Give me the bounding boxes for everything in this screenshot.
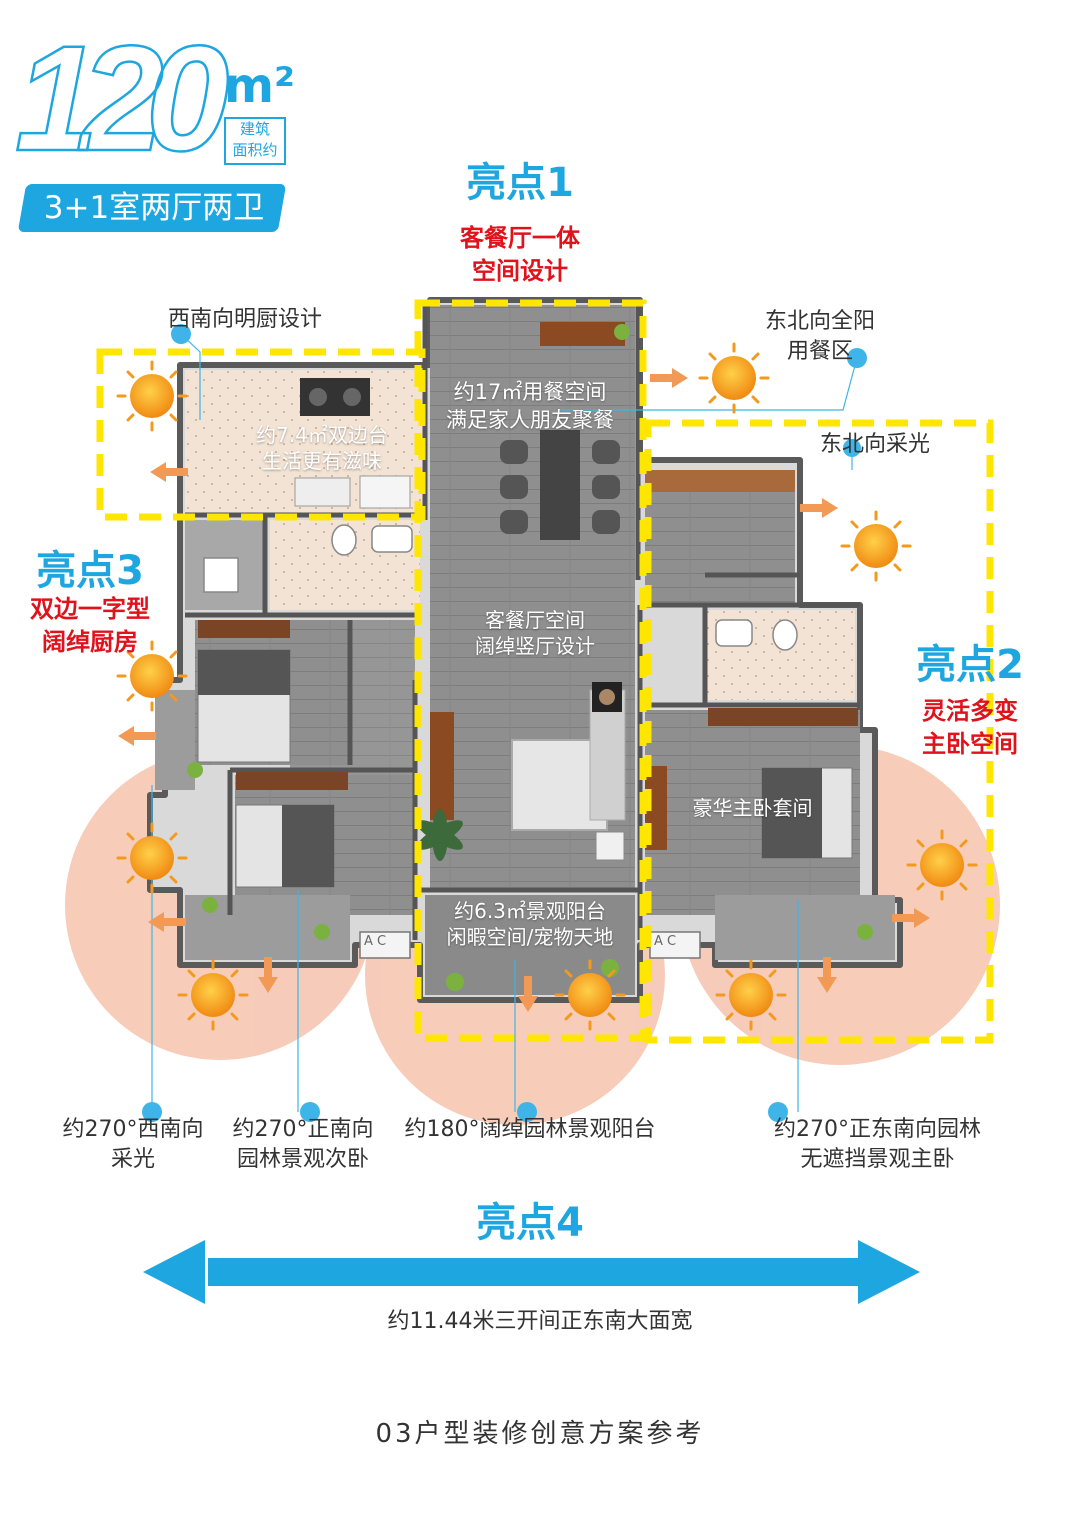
ac-label-right: A C [654,934,677,949]
highlight-2-desc: 灵活多变 主卧空间 [890,695,1050,761]
room-kitchen: 约7.4㎡双边台 生活更有滋味 [222,422,422,474]
area-note-box: 建筑 面积约 [224,117,286,165]
callout-ne-light: 东北向采光 [819,432,930,457]
ac-label-left: A C [364,934,387,949]
width-arrow-label: 约11.44米三开间正东南大面宽 [387,1309,693,1334]
room-living-line1: 客餐厅空间 [485,608,585,632]
highlight-1-line1: 客餐厅一体 [460,224,580,252]
callout-dining-ne-line1: 东北向全阳 [764,309,875,334]
room-living-line2: 阔绰竖厅设计 [475,634,595,658]
highlight-4-title: 亮点4 [476,1200,584,1246]
room-kitchen-line1: 约7.4㎡双边台 [256,423,388,447]
area-note-line1: 建筑 [239,120,270,138]
callout-dining-ne-line2: 用餐区 [786,339,853,364]
room-balcony-line1: 约6.3㎡景观阳台 [454,899,606,923]
layout-type: 3+1室两厅两卫 [43,190,265,226]
floor-plan [147,297,903,1003]
callout-sw-light-line2: 采光 [110,1147,155,1172]
highlight-1-line2: 空间设计 [472,257,568,285]
callout-second-bed-line1: 约270°正南向 [232,1117,374,1142]
highlight-frames [96,299,994,1044]
width-arrow [143,1240,920,1304]
room-dining: 约17㎡用餐空间 满足家人朋友聚餐 [410,378,650,434]
highlight-1-desc: 客餐厅一体 空间设计 [420,222,620,288]
callout-kitchen: 西南向明厨设计 [167,307,322,332]
room-dining-line2: 满足家人朋友聚餐 [446,408,614,432]
room-kitchen-line2: 生活更有滋味 [262,449,382,473]
highlight-3-desc: 双边一字型 阔绰厨房 [10,593,170,659]
highlight-2-line1: 灵活多变 [922,697,1018,725]
callout-second-bed-line2: 园林景观次卧 [236,1147,369,1172]
room-balcony-line2: 闲暇空间/宠物天地 [446,925,614,949]
callout-master-line1: 约270°正东南向园林 [774,1117,981,1142]
highlight-3-line2: 阔绰厨房 [42,628,138,656]
highlight-3-line1: 双边一字型 [30,595,150,623]
highlight-3-title: 亮点3 [36,548,144,594]
callout-second-bed: 约270°正南向 园林景观次卧 [218,1115,388,1175]
callout-dot-icon [142,324,867,1122]
arrow-icon [118,368,930,1012]
footer-caption: 03户型装修创意方案参考 [375,1419,705,1449]
room-balcony: 约6.3㎡景观阳台 闲暇空间/宠物天地 [415,898,645,950]
callout-sw-light-line1: 约270°西南向 [62,1117,204,1142]
callout-master-line2: 无遮挡景观主卧 [800,1147,955,1172]
highlight-1-title: 亮点1 [466,160,574,206]
area-note-line2: 面积约 [232,141,278,159]
highlight-2-title: 亮点2 [916,642,1024,688]
highlight-2-line2: 主卧空间 [922,730,1018,758]
room-master-suite: 豪华主卧套间 [692,796,813,820]
area-unit: m² [224,58,296,114]
room-dining-line1: 约17㎡用餐空间 [453,380,607,404]
callout-master: 约270°正东南向园林 无遮挡景观主卧 [755,1115,1000,1175]
callout-sw-light: 约270°西南向 采光 [48,1115,218,1175]
callout-balcony-view: 约180°阔绰园林景观阳台 [404,1117,656,1142]
callout-dining-ne: 东北向全阳 用餐区 [740,307,900,367]
area-number: 120 [14,14,231,182]
room-living: 客餐厅空间 阔绰竖厅设计 [430,607,640,659]
